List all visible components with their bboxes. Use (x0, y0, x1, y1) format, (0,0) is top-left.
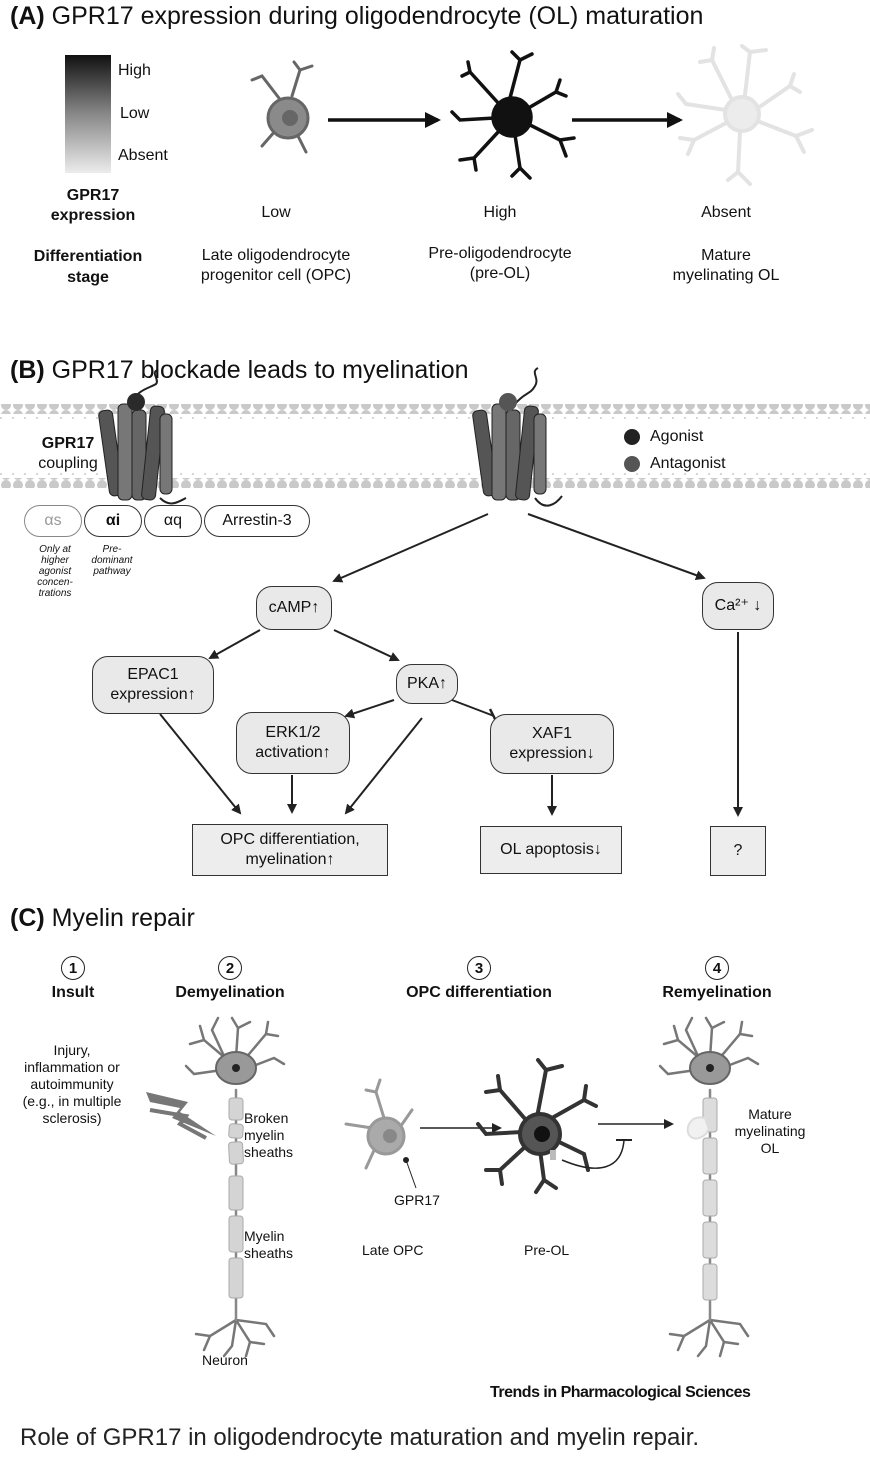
pre-ol-cell-high (450, 50, 576, 180)
arrow-receptor-to-camp (332, 513, 489, 583)
node-xaf1: XAF1 expression↓ (490, 714, 614, 774)
note-alpha-s: Only at higher agonist concen- trations (37, 544, 73, 599)
node-unknown: ? (710, 826, 766, 876)
stage-opc-name: Late oligodendrocyte progenitor cell (OP… (200, 247, 352, 284)
step-1-number: 1 (61, 956, 85, 980)
insult-text: Injury, inflammation or autoimmunity (e.… (22, 1042, 122, 1126)
stage-mature-name: Mature myelinating OL (672, 247, 780, 284)
g-alpha-q: αq (144, 505, 202, 537)
arrow-camp-to-epac1 (208, 629, 261, 659)
step-2-number: 2 (218, 956, 242, 980)
arrow-camp-to-pka (333, 629, 400, 662)
step-2-label: Demyelination (175, 984, 285, 1001)
panel-a-title: (A) GPR17 expression during oligodendroc… (10, 2, 703, 31)
row-label-stage: Differentiation stage (33, 248, 143, 286)
arrow-epac1-to-opcdiff (159, 713, 242, 815)
agonist-legend-dot (624, 429, 640, 445)
panel-b-title-text: GPR17 blockade leads to myelination (51, 356, 469, 384)
figure-caption: Role of GPR17 in oligodendrocyte maturat… (20, 1424, 700, 1451)
gpr17-receptor-right (472, 367, 563, 507)
stage-preol-expression: High (483, 204, 517, 221)
stage-preol-name: Pre-oligodendrocyte (pre-OL) (428, 245, 572, 282)
late-opc-cell (344, 1078, 414, 1170)
opc-cell-low (250, 60, 314, 154)
node-erk: ERK1/2 activation↑ (236, 712, 350, 774)
coupling-label: GPR17 coupling (28, 434, 108, 474)
inhibit-pka-to-xaf1 (451, 699, 495, 717)
late-opc-label: Late OPC (362, 1242, 424, 1258)
step-3-label: OPC differentiation (406, 984, 552, 1001)
row-label-expression: GPR17 expression (50, 187, 136, 224)
g-alpha-s: αs (24, 505, 82, 537)
panel-b-title: (B) GPR17 blockade leads to myelination (10, 356, 469, 385)
legend-low: Low (120, 105, 150, 122)
mature-ol-cell-absent (676, 44, 814, 186)
arrestin-3: Arrestin-3 (204, 505, 310, 537)
arrow-pka-to-opcdiff (344, 717, 423, 815)
coupling-label-text: coupling (38, 455, 98, 472)
legend-high: High (118, 62, 151, 79)
g-alpha-i: αi (84, 505, 142, 537)
note-alpha-i: Pre- dominant pathway (91, 544, 133, 577)
step-4-number: 4 (705, 956, 729, 980)
myelin-sheaths-label: Myelin sheaths (244, 1228, 294, 1261)
step-3-number: 3 (467, 956, 491, 980)
expression-gradient-bar (65, 55, 111, 173)
antagonist-legend-dot (624, 456, 640, 472)
panel-c-letter: (C) (10, 904, 45, 932)
node-pka: PKA↑ (396, 664, 458, 704)
inhibition-arc (561, 1139, 625, 1169)
legend-agonist: Agonist (650, 428, 704, 445)
gpr17-receptor-left (98, 369, 187, 505)
panel-b-letter: (B) (10, 356, 45, 384)
mature-ol-process (686, 1116, 709, 1140)
node-epac1: EPAC1 expression↑ (92, 656, 214, 714)
stage-mature-expression: Absent (701, 204, 751, 221)
stage-opc-expression: Low (261, 204, 291, 221)
panel-a-title-text: GPR17 expression during oligodendrocyte … (51, 2, 704, 30)
broken-sheaths-label: Broken myelin sheaths (244, 1110, 294, 1160)
mature-ol-label: Mature myelinating OL (734, 1106, 806, 1156)
new-myelin (702, 1097, 718, 1301)
node-ca: Ca²⁺ ↓ (702, 582, 774, 630)
legend-antagonist: Antagonist (650, 455, 726, 472)
journal-name: Trends in Pharmacological Sciences (490, 1384, 751, 1401)
broken-myelin (228, 1097, 244, 1299)
pre-ol-cell-c (476, 1058, 598, 1194)
node-camp: cAMP↑ (256, 586, 332, 630)
panel-c-title: (C) Myelin repair (10, 904, 195, 933)
step-1-label: Insult (51, 984, 95, 1001)
node-opc-differentiation: OPC differentiation, myelination↑ (192, 824, 388, 876)
gpr17-label: GPR17 (394, 1192, 440, 1208)
neuron-label: Neuron (202, 1352, 248, 1368)
panel-a-letter: (A) (10, 2, 45, 30)
node-ol-apoptosis: OL apoptosis↓ (480, 826, 622, 874)
coupling-label-bold: GPR17 (41, 435, 95, 452)
arrow-pka-to-erk (344, 699, 395, 719)
panel-c-title-text: Myelin repair (51, 904, 195, 932)
step-4-label: Remyelination (662, 984, 772, 1001)
pre-ol-label: Pre-OL (524, 1242, 570, 1258)
legend-absent: Absent (118, 147, 168, 164)
arrow-receptor-to-ca (527, 513, 706, 580)
